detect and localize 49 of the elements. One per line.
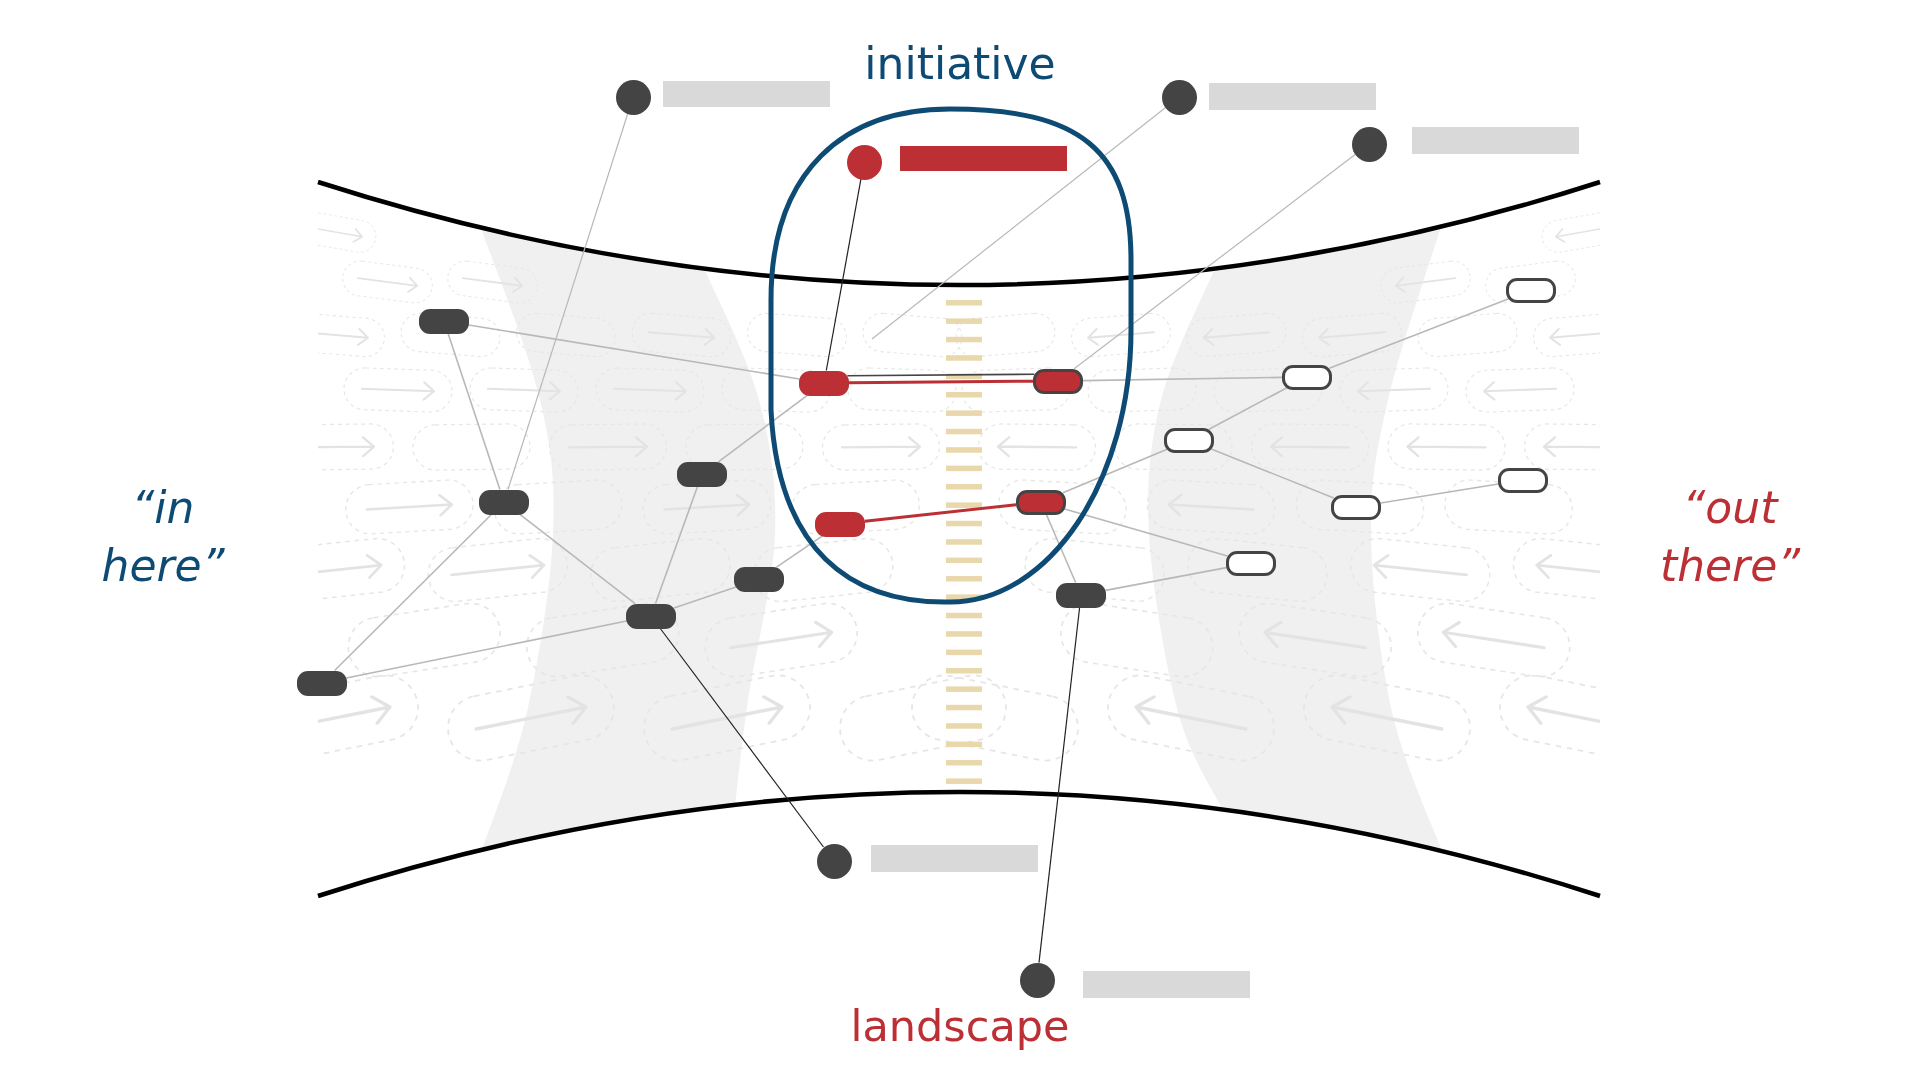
- callout-dot: [1351, 126, 1387, 162]
- connector-line: [1063, 508, 1229, 557]
- connector-line: [673, 586, 737, 609]
- network-node: [1331, 494, 1381, 520]
- callout-dot: [615, 79, 651, 115]
- network-node: [419, 308, 469, 334]
- connector-line: [1328, 297, 1510, 370]
- connector-line: [775, 535, 824, 568]
- connector-line: [1104, 566, 1228, 592]
- connector-line: [849, 379, 1033, 385]
- connector-line: [333, 513, 493, 672]
- connector-line: [654, 485, 699, 605]
- connector-line: [717, 394, 809, 463]
- leader-line: [659, 627, 825, 848]
- connector-line: [1045, 513, 1077, 584]
- connector-line: [519, 513, 636, 605]
- network-node: [1506, 277, 1556, 303]
- callout-dot: [846, 144, 882, 180]
- leader-line: [825, 178, 862, 372]
- connector-line: [864, 503, 1017, 523]
- leader-line: [871, 107, 1166, 340]
- network-node: [297, 670, 347, 696]
- connector-line: [1210, 448, 1335, 499]
- network-node: [1033, 368, 1083, 394]
- leader-line: [507, 113, 629, 491]
- connector-line: [846, 373, 1036, 377]
- connector-line: [1082, 376, 1283, 382]
- callout-dot: [1161, 79, 1197, 115]
- connector-line: [1208, 386, 1288, 431]
- side-label: “in here”: [101, 481, 225, 593]
- bottom-label: landscape: [850, 1001, 1070, 1051]
- connector-line: [1062, 448, 1168, 494]
- network-node: [1056, 582, 1106, 608]
- callout-dot: [816, 843, 852, 879]
- network-node: [1498, 467, 1548, 493]
- connector-line: [447, 332, 501, 491]
- network-node: [815, 511, 865, 537]
- network-node: [1016, 489, 1066, 515]
- network-node: [799, 370, 849, 396]
- callout-dot: [1019, 962, 1055, 998]
- connector-line: [467, 324, 801, 380]
- network-node: [479, 489, 529, 515]
- side-label: “out there”: [1659, 481, 1801, 593]
- leader-line: [1073, 154, 1356, 370]
- connector-line: [345, 620, 628, 679]
- leader-line: [1038, 606, 1081, 964]
- connector-line: [1379, 483, 1500, 504]
- network-node: [734, 566, 784, 592]
- region-title: initiative: [864, 39, 1056, 89]
